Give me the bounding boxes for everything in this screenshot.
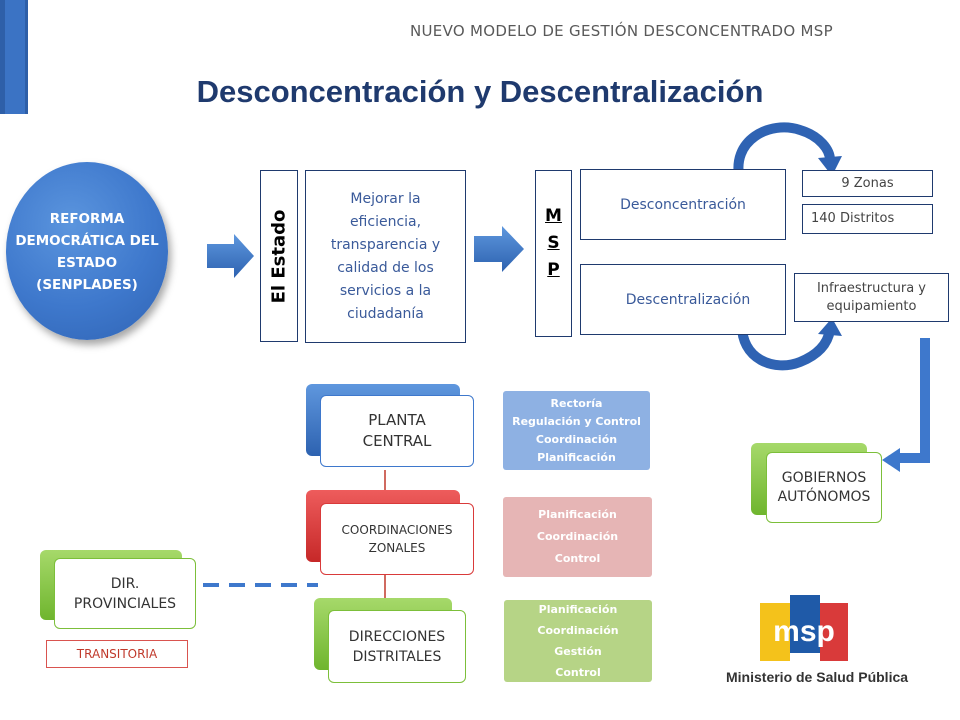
arrow-right-2 [474, 226, 524, 272]
planta-function-1: Rectoría [550, 396, 603, 410]
estado-label: El Estado [268, 209, 290, 303]
planta-functions: Rectoría Regulación y Control Coordinaci… [503, 391, 650, 470]
gobiernos-card: GOBIERNOS AUTÓNOMOS [766, 452, 882, 523]
arrow-right-1 [207, 234, 254, 278]
desconcentracion-label: Desconcentración [620, 196, 746, 213]
arrow-to-gobiernos [898, 338, 930, 463]
distritales-card: DIRECCIONES DISTRITALES [328, 610, 466, 683]
reforma-circle [6, 162, 168, 340]
zonas-box: 9 Zonas [802, 170, 933, 197]
estado-label-wrap: El Estado [260, 170, 298, 342]
descentralizacion-label: Descentralización [625, 291, 751, 308]
distritales-function-2: Coordinación [537, 624, 619, 637]
descentralizacion-box: Descentralización [580, 264, 786, 335]
curved-arrow-top [733, 122, 835, 182]
msp-logo: msp [760, 595, 848, 661]
infraestructura-box: Infraestructura y equipamiento [794, 273, 949, 322]
curved-arrow-bottom [736, 321, 835, 371]
distritales-functions: Planificación Coordinación Gestión Contr… [504, 600, 652, 682]
distritales-function-1: Planificación [538, 603, 618, 616]
zonales-functions: Planificación Coordinación Control [503, 497, 652, 577]
planta-function-4: Planificación [537, 450, 616, 464]
logo-letters: msp [773, 615, 835, 648]
planta-function-3: Coordinación [535, 432, 618, 446]
distritos-box: 140 Distritos [802, 204, 933, 234]
msp-letter-p: P [547, 260, 560, 280]
planta-function-2: Regulación y Control [512, 414, 641, 428]
objective-box: Mejorar la eficiencia, transparencia y c… [305, 170, 466, 343]
reforma-label: REFORMA DEMOCRÁTICA DEL ESTADO (SENPLADE… [15, 211, 159, 293]
msp-letter-m: M [545, 206, 562, 226]
msp-box [535, 170, 572, 337]
zonales-card: COORDINACIONES ZONALES [320, 503, 474, 575]
msp-letter-s: S [547, 233, 560, 253]
planta-card: PLANTA CENTRAL [320, 395, 474, 467]
page-title: Desconcentración y Descentralización [196, 74, 764, 109]
header-subtitle: NUEVO MODELO DE GESTIÓN DESCONCENTRADO M… [410, 22, 833, 40]
zonales-function-3: Control [554, 552, 601, 565]
zonales-function-2: Coordinación [536, 530, 619, 543]
zonales-function-1: Planificación [538, 508, 617, 521]
distritales-function-4: Control [555, 666, 601, 679]
accent-bar-inner [5, 0, 25, 114]
logo-text: Ministerio de Salud Pública [726, 669, 909, 685]
distritales-function-3: Gestión [554, 645, 602, 658]
desconcentracion-box: Desconcentración [580, 169, 786, 240]
provinciales-card: DIR. PROVINCIALES [54, 558, 196, 629]
estado-box [260, 170, 298, 342]
transitoria-badge: TRANSITORIA [46, 640, 188, 668]
